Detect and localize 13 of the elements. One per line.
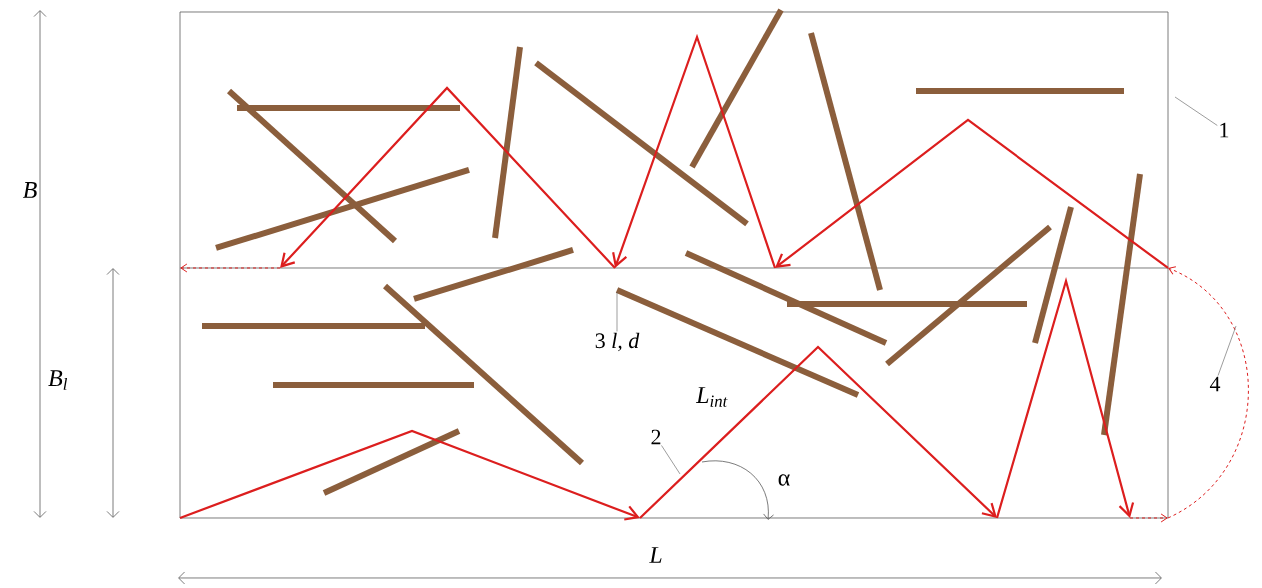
dimension-label: α — [778, 474, 790, 486]
leader-line — [1174, 96, 1218, 126]
callout-number: 4 — [1209, 376, 1221, 392]
callout-number: 1 — [1220, 122, 1229, 138]
callout-number: 3 l, d — [595, 332, 640, 352]
callout-number: 2 — [651, 429, 661, 445]
dimension-label: L — [649, 547, 662, 563]
dimension-label: B — [22, 182, 37, 198]
leader-line — [661, 445, 681, 475]
dimension-label: L$_{int}$ — [695, 387, 728, 407]
leader-line — [616, 291, 618, 332]
leader-line — [1217, 325, 1237, 376]
dimension-label: B$_{l}$ — [48, 370, 68, 390]
